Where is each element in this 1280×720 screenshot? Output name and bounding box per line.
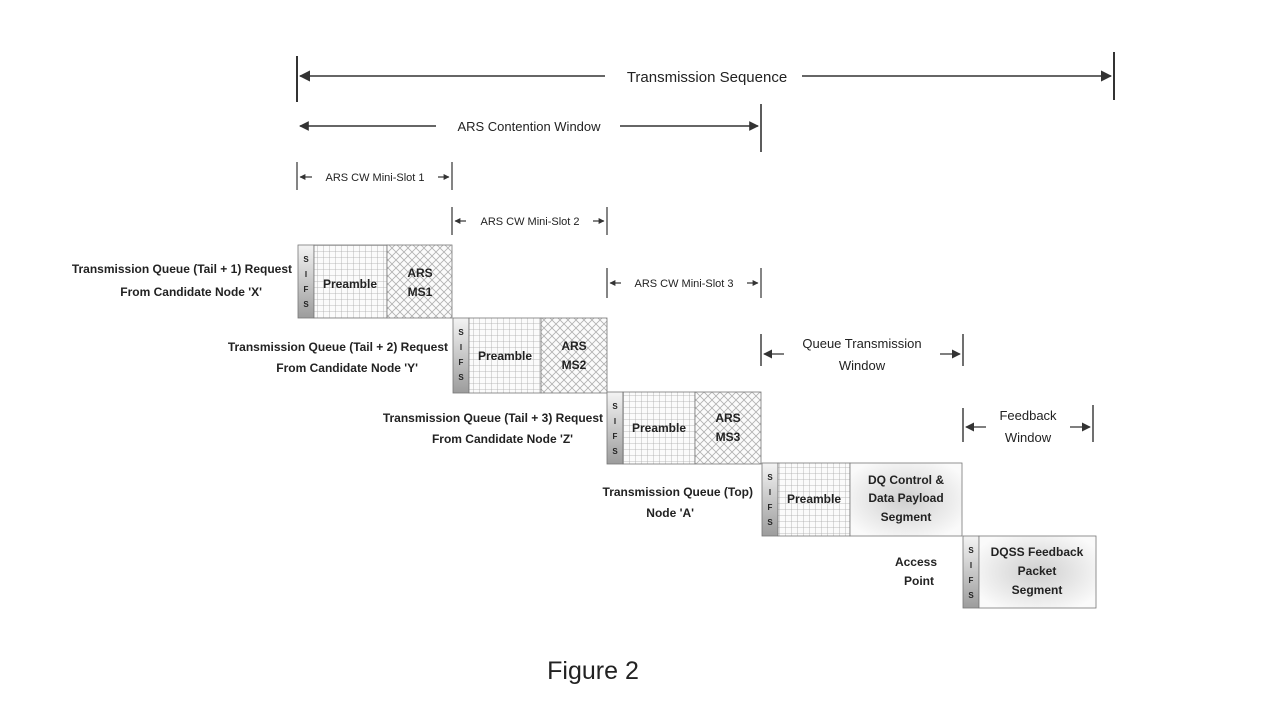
mini-slot-1-label: ARS CW Mini-Slot 1 <box>325 172 424 184</box>
sifs-label: S I F S <box>303 255 309 309</box>
svg-text:F: F <box>459 358 464 367</box>
transmission-sequence-label: Transmission Sequence <box>627 69 787 86</box>
preamble-segment <box>468 317 542 394</box>
row-candidate-z: Transmission Queue (Tail + 3) Request Fr… <box>383 391 762 465</box>
figure-caption: Figure 2 <box>547 657 639 685</box>
row-label-line-2: Node 'A' <box>646 506 694 520</box>
row-label-line-2: Point <box>904 574 934 588</box>
row-label-line-1: Transmission Queue (Tail + 2) Request <box>228 340 448 354</box>
ars-ms2-label-2: MS2 <box>562 358 587 372</box>
ars-ms1-label-2: MS1 <box>408 285 433 299</box>
feedback-window-label-1: Feedback <box>999 408 1057 423</box>
preamble-segment <box>313 244 388 319</box>
queue-transmission-window-label-2: Window <box>839 358 886 373</box>
sifs-label: S I F S <box>968 546 974 600</box>
svg-text:S: S <box>612 402 618 411</box>
dqss-feedback-label-1: DQSS Feedback <box>991 545 1084 559</box>
row-label-line-1: Transmission Queue (Tail + 1) Request <box>72 262 292 276</box>
svg-text:F: F <box>613 432 618 441</box>
preamble-label: Preamble <box>632 421 686 435</box>
row-candidate-y: Transmission Queue (Tail + 2) Request Fr… <box>228 317 608 394</box>
feedback-window-label-2: Window <box>1005 430 1052 445</box>
row-label-line-1: Transmission Queue (Top) <box>603 485 753 499</box>
ars-ms1-segment <box>386 244 453 319</box>
svg-text:F: F <box>969 576 974 585</box>
transmission-sequence-span: Transmission Sequence <box>296 52 1115 102</box>
svg-text:S: S <box>968 591 974 600</box>
preamble-segment <box>622 391 696 465</box>
svg-text:S: S <box>303 255 309 264</box>
preamble-label: Preamble <box>478 349 532 363</box>
mini-slot-3-span: ARS CW Mini-Slot 3 <box>606 268 762 298</box>
svg-text:S: S <box>458 328 464 337</box>
ars-contention-window-span: ARS Contention Window <box>299 104 762 152</box>
dqss-feedback-label-2: Packet <box>1018 564 1057 578</box>
mini-slot-1-span: ARS CW Mini-Slot 1 <box>296 162 453 190</box>
feedback-window-span: Feedback Window <box>962 405 1094 445</box>
row-candidate-x: Transmission Queue (Tail + 1) Request Fr… <box>72 244 453 319</box>
sifs-label: S I F S <box>458 328 464 382</box>
dq-payload-segment <box>849 462 963 537</box>
row-label-line-2: From Candidate Node 'X' <box>120 285 262 299</box>
row-label-line-1: Transmission Queue (Tail + 3) Request <box>383 411 603 425</box>
svg-text:S: S <box>968 546 974 555</box>
mini-slot-2-label: ARS CW Mini-Slot 2 <box>480 216 579 228</box>
dqss-feedback-segment <box>978 535 1097 609</box>
ars-ms3-label-1: ARS <box>715 411 740 425</box>
svg-text:S: S <box>767 518 773 527</box>
row-label-line-1: Access <box>895 555 937 569</box>
ars-contention-window-label: ARS Contention Window <box>457 119 601 134</box>
dq-payload-label-3: Segment <box>881 510 932 524</box>
sifs-label: S I F S <box>612 402 618 456</box>
svg-text:F: F <box>768 503 773 512</box>
svg-text:I: I <box>970 561 972 570</box>
svg-text:I: I <box>769 488 771 497</box>
svg-text:S: S <box>612 447 618 456</box>
dq-payload-label-1: DQ Control & <box>868 473 944 487</box>
svg-text:I: I <box>305 270 307 279</box>
svg-text:S: S <box>767 473 773 482</box>
mini-slot-3-label: ARS CW Mini-Slot 3 <box>634 278 733 290</box>
ars-ms2-label-1: ARS <box>561 339 586 353</box>
sifs-label: S I F S <box>767 473 773 527</box>
row-access-point: Access Point S I F S DQSS Feedback Packe… <box>895 535 1097 609</box>
ars-ms2-segment <box>540 317 608 394</box>
preamble-label: Preamble <box>787 492 841 506</box>
svg-text:F: F <box>304 285 309 294</box>
queue-transmission-window-label-1: Queue Transmission <box>802 336 921 351</box>
svg-text:I: I <box>614 417 616 426</box>
dqss-feedback-label-3: Segment <box>1012 583 1063 597</box>
ars-ms3-segment <box>694 391 762 465</box>
preamble-segment <box>777 462 851 537</box>
svg-text:I: I <box>460 343 462 352</box>
ars-ms1-label-1: ARS <box>407 266 432 280</box>
row-label-line-2: From Candidate Node 'Y' <box>276 361 418 375</box>
preamble-label: Preamble <box>323 277 377 291</box>
mini-slot-2-span: ARS CW Mini-Slot 2 <box>451 207 608 235</box>
svg-text:S: S <box>458 373 464 382</box>
row-label-line-2: From Candidate Node 'Z' <box>432 432 573 446</box>
svg-text:S: S <box>303 300 309 309</box>
row-node-a: Transmission Queue (Top) Node 'A' S I F … <box>603 462 963 537</box>
dq-payload-label-2: Data Payload <box>868 491 943 505</box>
queue-transmission-window-span: Queue Transmission Window <box>760 334 964 373</box>
ars-ms3-label-2: MS3 <box>716 430 741 444</box>
